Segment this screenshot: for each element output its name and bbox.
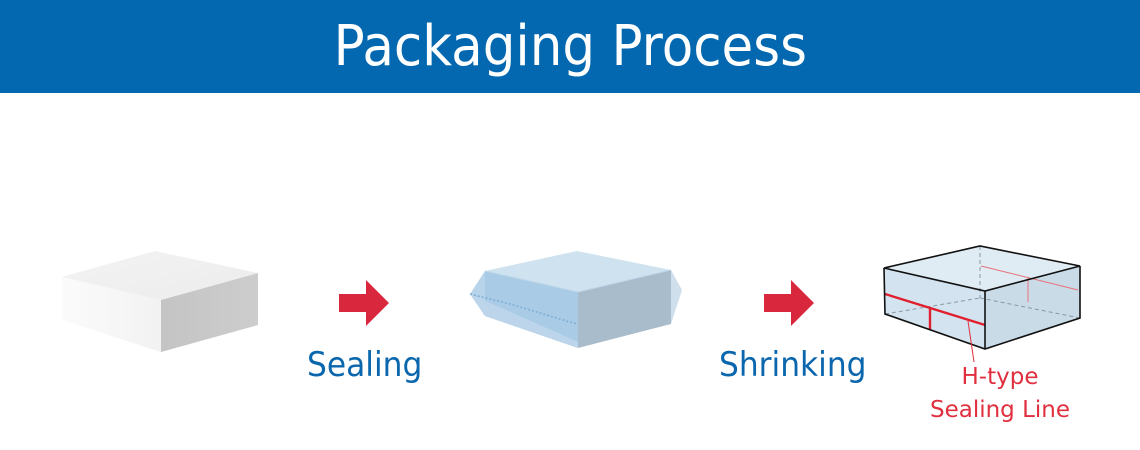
page-title: Packaging Process: [333, 14, 807, 79]
step-label-sealing: Sealing: [307, 345, 423, 385]
annotation-h-type: H-type Sealing Line: [910, 361, 1090, 427]
arrow-right-icon: [339, 280, 389, 326]
shrunk-box-icon: [883, 245, 1081, 363]
annotation-leader-line: [967, 320, 975, 363]
sealed-box-icon: [469, 251, 682, 348]
arrow-right-icon: [764, 280, 814, 326]
step-label-shrinking: Shrinking: [719, 345, 867, 385]
annotation-line-2: Sealing Line: [929, 397, 1071, 423]
annotation-line-1: H-type: [961, 364, 1039, 390]
header-banner: Packaging Process: [0, 0, 1140, 93]
plain-box-icon: [62, 251, 258, 352]
